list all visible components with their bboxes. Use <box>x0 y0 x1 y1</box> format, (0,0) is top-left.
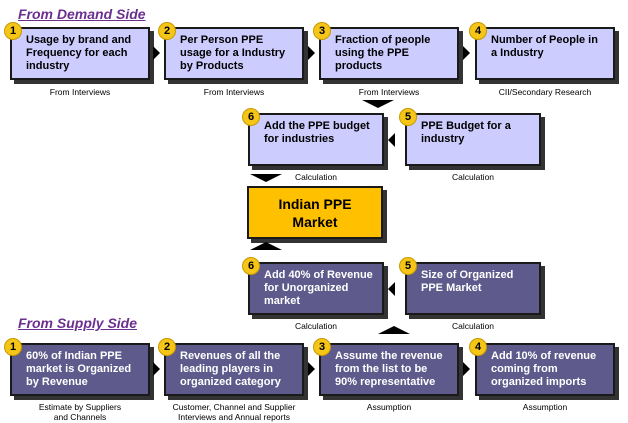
supply-step-3-source: Assumption <box>319 402 459 412</box>
arrow-down-icon <box>362 100 394 108</box>
arrow-left-icon <box>388 133 395 147</box>
source-line: Interviews and Annual reports <box>178 412 290 422</box>
supply-step-4-source: Assumption <box>475 402 615 412</box>
supply-step-1-text: 60% of Indian PPE market is Organized by… <box>26 350 132 388</box>
indian-ppe-market-box: Indian PPE Market <box>247 186 383 239</box>
arrow-right-icon <box>463 46 470 60</box>
supply-step-2-text: Revenues of all the leading players in o… <box>180 350 281 388</box>
demand-step-1-text: Usage by brand and Frequency for each in… <box>26 34 132 72</box>
demand-step-2-source: From Interviews <box>203 87 265 97</box>
arrow-right-icon <box>153 46 160 60</box>
supply-calc-5-box: Size of Organized PPE Market <box>405 262 541 315</box>
arrow-down-icon <box>250 174 282 182</box>
demand-step-1-source: From Interviews <box>49 87 111 97</box>
demand-step-3-box: Fraction of people using the PPE product… <box>319 27 459 80</box>
source-line: Customer, Channel and Supplier <box>172 402 296 412</box>
supply-step-1-source: Estimate by Suppliers and Channels <box>10 402 150 422</box>
supply-step-3-text: Assume the revenue from the list to be 9… <box>335 350 443 388</box>
source-line: and Channels <box>53 412 107 422</box>
supply-calc-6-badge: 6 <box>242 257 260 275</box>
demand-step-4-source: CII/Secondary Research <box>498 87 592 97</box>
supply-calc-6-box: Add 40% of Revenue for Unorganized marke… <box>248 262 384 315</box>
supply-step-1-box: 60% of Indian PPE market is Organized by… <box>10 343 150 396</box>
source-line: Assumption <box>522 402 568 412</box>
demand-budget-5-box: PPE Budget for a industry <box>405 113 541 166</box>
arrow-right-icon <box>308 362 315 376</box>
demand-budget-6-text: Add the PPE budget for industries <box>264 120 370 145</box>
supply-calc-5-text: Size of Organized PPE Market <box>421 269 514 294</box>
source-line: Estimate by Suppliers <box>38 402 122 412</box>
demand-budget-6-badge: 6 <box>242 108 260 126</box>
supply-calc-5-source: Calculation <box>451 321 495 331</box>
supply-step-3-badge: 3 <box>313 338 331 356</box>
demand-side-title: From Demand Side <box>18 6 146 22</box>
arrow-up-icon <box>378 326 410 334</box>
supply-side-title: From Supply Side <box>18 315 138 331</box>
demand-budget-6-source: Calculation <box>294 172 338 182</box>
demand-step-4-text: Number of People in a Industry <box>491 34 598 59</box>
demand-step-1-box: Usage by brand and Frequency for each in… <box>10 27 150 80</box>
arrow-right-icon <box>463 362 470 376</box>
center-title-line2: Market <box>292 213 338 230</box>
demand-step-2-box: Per Person PPE usage for a Industry by P… <box>164 27 304 80</box>
demand-budget-5-text: PPE Budget for a industry <box>421 120 511 145</box>
supply-step-3-box: Assume the revenue from the list to be 9… <box>319 343 459 396</box>
supply-calc-5-badge: 5 <box>399 257 417 275</box>
supply-step-1-badge: 1 <box>4 338 22 356</box>
demand-budget-5-badge: 5 <box>399 108 417 126</box>
demand-step-3-source: From Interviews <box>358 87 420 97</box>
supply-step-2-badge: 2 <box>158 338 176 356</box>
demand-step-3-text: Fraction of people using the PPE product… <box>335 34 431 72</box>
center-title-line1: Indian PPE <box>278 195 352 212</box>
demand-step-2-text: Per Person PPE usage for a Industry by P… <box>180 34 286 72</box>
demand-step-4-badge: 4 <box>469 22 487 40</box>
demand-step-1-badge: 1 <box>4 22 22 40</box>
demand-step-2-badge: 2 <box>158 22 176 40</box>
arrow-right-icon <box>308 46 315 60</box>
supply-calc-6-source: Calculation <box>294 321 338 331</box>
supply-step-2-box: Revenues of all the leading players in o… <box>164 343 304 396</box>
supply-step-4-text: Add 10% of revenue coming from organized… <box>491 350 597 388</box>
demand-budget-6-box: Add the PPE budget for industries <box>248 113 384 166</box>
supply-calc-6-text: Add 40% of Revenue for Unorganized marke… <box>264 269 373 307</box>
demand-budget-5-source: Calculation <box>451 172 495 182</box>
demand-step-3-badge: 3 <box>313 22 331 40</box>
supply-step-4-badge: 4 <box>469 338 487 356</box>
source-line: Assumption <box>366 402 412 412</box>
demand-step-4-box: Number of People in a Industry <box>475 27 615 80</box>
arrow-up-icon <box>250 242 282 250</box>
arrow-left-icon <box>388 282 395 296</box>
supply-step-2-source: Customer, Channel and Supplier Interview… <box>154 402 314 422</box>
arrow-right-icon <box>153 362 160 376</box>
supply-step-4-box: Add 10% of revenue coming from organized… <box>475 343 615 396</box>
